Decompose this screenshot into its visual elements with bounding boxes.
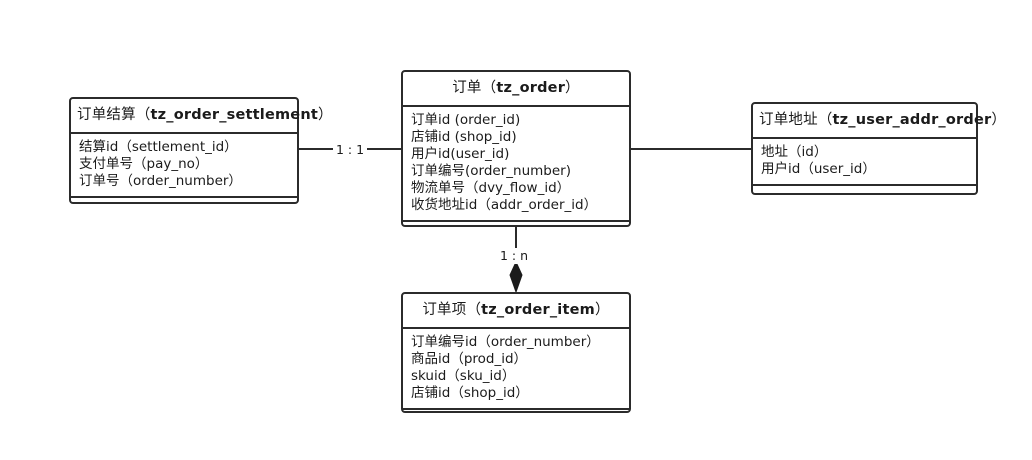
entity-title-text: 订单结算 <box>77 107 136 123</box>
attribute-row: 用户id（user_id） <box>761 160 876 177</box>
entity-footer-tz-user-addr-order <box>753 186 976 204</box>
entity-table-name: tz_order_item <box>481 302 595 318</box>
entity-title-paren-close: ） <box>318 107 333 123</box>
entity-footer-tz-order-settlement <box>71 198 297 216</box>
attribute-row: 订单编号id（order_number） <box>411 333 600 350</box>
entity-title-paren-open: （ <box>135 107 151 123</box>
entity-attributes-tz-order: 订单id (order_id) 店铺id (shop_id) 用户id(user… <box>403 107 629 222</box>
entity-title-tz-user-addr-order: 订单地址（tz_user_addr_order） <box>753 104 1006 139</box>
attribute-row: 结算id（settlement_id） <box>79 138 238 155</box>
attribute-row: 订单号（order_number） <box>79 172 242 189</box>
entity-tz-order-item[interactable]: 订单项（tz_order_item） 订单编号id（order_number） … <box>401 292 631 413</box>
entity-attributes-tz-order-settlement: 结算id（settlement_id） 支付单号（pay_no） 订单号（ord… <box>71 134 297 198</box>
entity-attributes-tz-user-addr-order: 地址（id） 用户id（user_id） <box>753 139 976 186</box>
attribute-row: 地址（id） <box>761 143 828 160</box>
attribute-row: 支付单号（pay_no） <box>79 155 209 172</box>
entity-table-name: tz_user_addr_order <box>832 112 992 128</box>
attribute-row: skuid（sku_id） <box>411 367 516 384</box>
filled-diamond-arrowhead-icon <box>509 260 523 294</box>
cardinality-label-order-item: 1 : n <box>497 248 532 264</box>
entity-tz-order[interactable]: 订单（tz_order） 订单id (order_id) 店铺id (shop_… <box>401 70 631 227</box>
attribute-row: 收货地址id（addr_order_id） <box>411 196 598 213</box>
attribute-row: 物流单号（dvy_flow_id） <box>411 179 571 196</box>
entity-tz-order-settlement[interactable]: 订单结算（tz_order_settlement） 结算id（settlemen… <box>69 97 333 204</box>
attribute-row: 用户id(user_id) <box>411 145 510 162</box>
entity-title-tz-order: 订单（tz_order） <box>403 72 629 107</box>
attribute-row: 订单编号(order_number) <box>411 162 571 179</box>
entity-title-paren-close: ） <box>594 302 610 318</box>
entity-title-paren-close: ） <box>565 80 580 96</box>
entity-table-name: tz_order <box>496 80 566 96</box>
attribute-row: 店铺id（shop_id） <box>411 384 529 401</box>
attribute-row: 商品id（prod_id） <box>411 350 528 367</box>
entity-table-name: tz_order_settlement <box>150 107 318 123</box>
entity-title-tz-order-settlement: 订单结算（tz_order_settlement） <box>71 99 333 134</box>
attribute-row: 订单id (order_id) <box>411 111 521 128</box>
entity-title-text: 订单项 <box>422 302 467 318</box>
attribute-row: 店铺id (shop_id) <box>411 128 517 145</box>
entity-title-tz-order-item: 订单项（tz_order_item） <box>403 294 629 329</box>
entity-title-paren-open: （ <box>481 80 497 96</box>
entity-tz-user-addr-order[interactable]: 订单地址（tz_user_addr_order） 地址（id） 用户id（use… <box>751 102 1006 195</box>
entity-title-text: 订单地址 <box>759 112 818 128</box>
entity-footer-tz-order-item <box>403 410 629 428</box>
entity-title-paren-close: ） <box>991 112 1007 128</box>
cardinality-label-settlement-order: 1 : 1 <box>333 142 368 158</box>
entity-title-paren-open: （ <box>466 302 482 318</box>
entity-footer-tz-order <box>403 222 629 240</box>
entity-attributes-tz-order-item: 订单编号id（order_number） 商品id（prod_id） skuid… <box>403 329 629 410</box>
entity-title-paren-open: （ <box>817 112 833 128</box>
entity-title-text: 订单 <box>452 80 482 96</box>
